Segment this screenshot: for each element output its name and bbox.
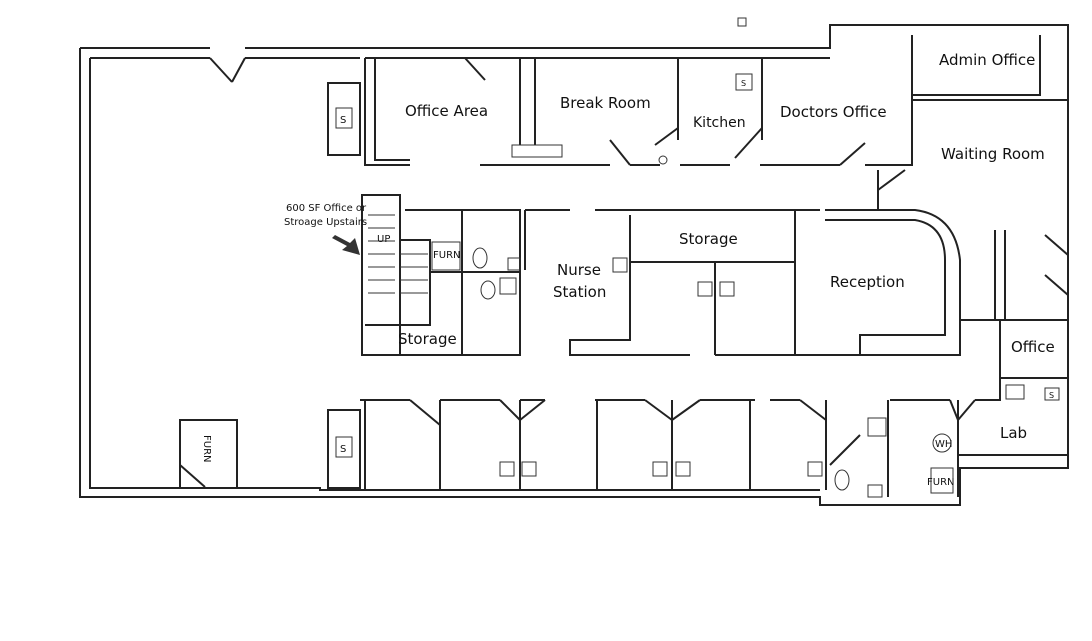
upstairs-note-1: 600 SF Office or	[286, 203, 367, 214]
sink-label: S	[741, 79, 746, 88]
water-heater-label: WH	[935, 439, 952, 450]
label-station: Station	[553, 283, 606, 301]
label-break-room: Break Room	[560, 94, 651, 112]
label-lab: Lab	[1000, 424, 1027, 442]
room-labels: Office Area Break Room Kitchen Doctors O…	[201, 51, 1055, 488]
label-reception: Reception	[830, 273, 905, 291]
label-kitchen: Kitchen	[693, 115, 746, 131]
label-admin-office: Admin Office	[939, 51, 1035, 69]
upstairs-note-2: Stroage Upstairs	[284, 217, 367, 228]
furnace-label: FURN	[433, 250, 461, 261]
label-storage-center: Storage	[679, 230, 738, 248]
label-doctors-office: Doctors Office	[780, 103, 887, 121]
exterior-walls	[79, 24, 1069, 506]
label-office: Office	[1011, 338, 1055, 356]
furnace-label: FURN	[201, 435, 212, 463]
label-nurse: Nurse	[557, 261, 601, 279]
label-storage-stair: Storage	[398, 330, 457, 348]
fixtures	[327, 17, 1060, 498]
label-waiting-room: Waiting Room	[941, 145, 1045, 163]
interior-walls	[179, 35, 1069, 497]
stairs-up-label: UP	[377, 234, 390, 245]
furnace-label: FURN	[927, 477, 955, 488]
arrow-icon	[332, 235, 360, 255]
sink-label: S	[1049, 391, 1054, 400]
sink-label: S	[340, 444, 346, 455]
label-office-area: Office Area	[405, 102, 488, 120]
sink-label: S	[340, 115, 346, 126]
